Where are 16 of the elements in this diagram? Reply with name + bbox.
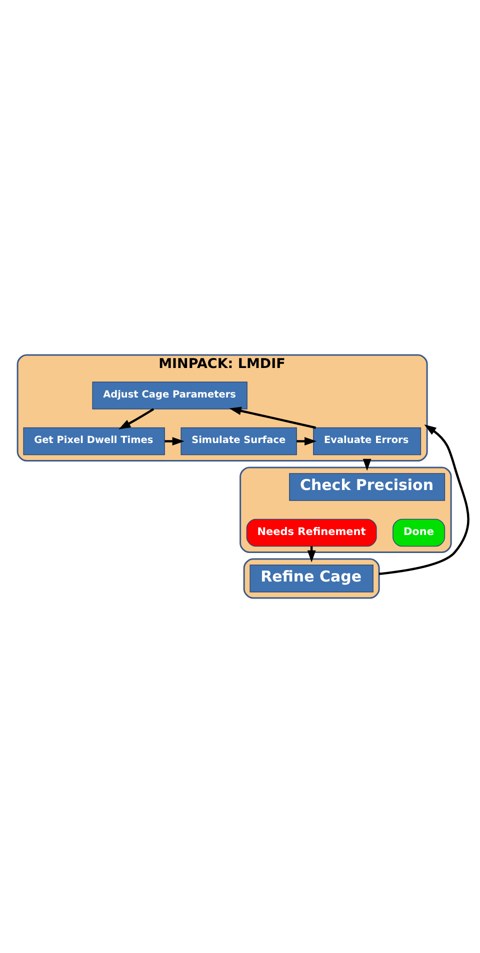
- cluster: [243, 558, 380, 599]
- node-box: Done: [392, 518, 446, 547]
- node-box: Refine Cage: [250, 564, 374, 592]
- node-box: Check Precision: [289, 473, 446, 501]
- arrow: [296, 437, 317, 446]
- arrow: [229, 406, 316, 429]
- arrow: [118, 408, 154, 430]
- node-box: Simulate Surface: [180, 427, 297, 456]
- node-box: Adjust Cage Parameters: [92, 382, 248, 410]
- node-box: Get Pixel Dwell Times: [23, 427, 165, 456]
- arrow: [307, 546, 316, 562]
- cluster: [240, 466, 452, 553]
- node-box: Evaluate Errors: [313, 427, 422, 456]
- node-box: Needs Refinement: [246, 518, 377, 547]
- arrow: [378, 424, 470, 576]
- arrow: [164, 437, 184, 446]
